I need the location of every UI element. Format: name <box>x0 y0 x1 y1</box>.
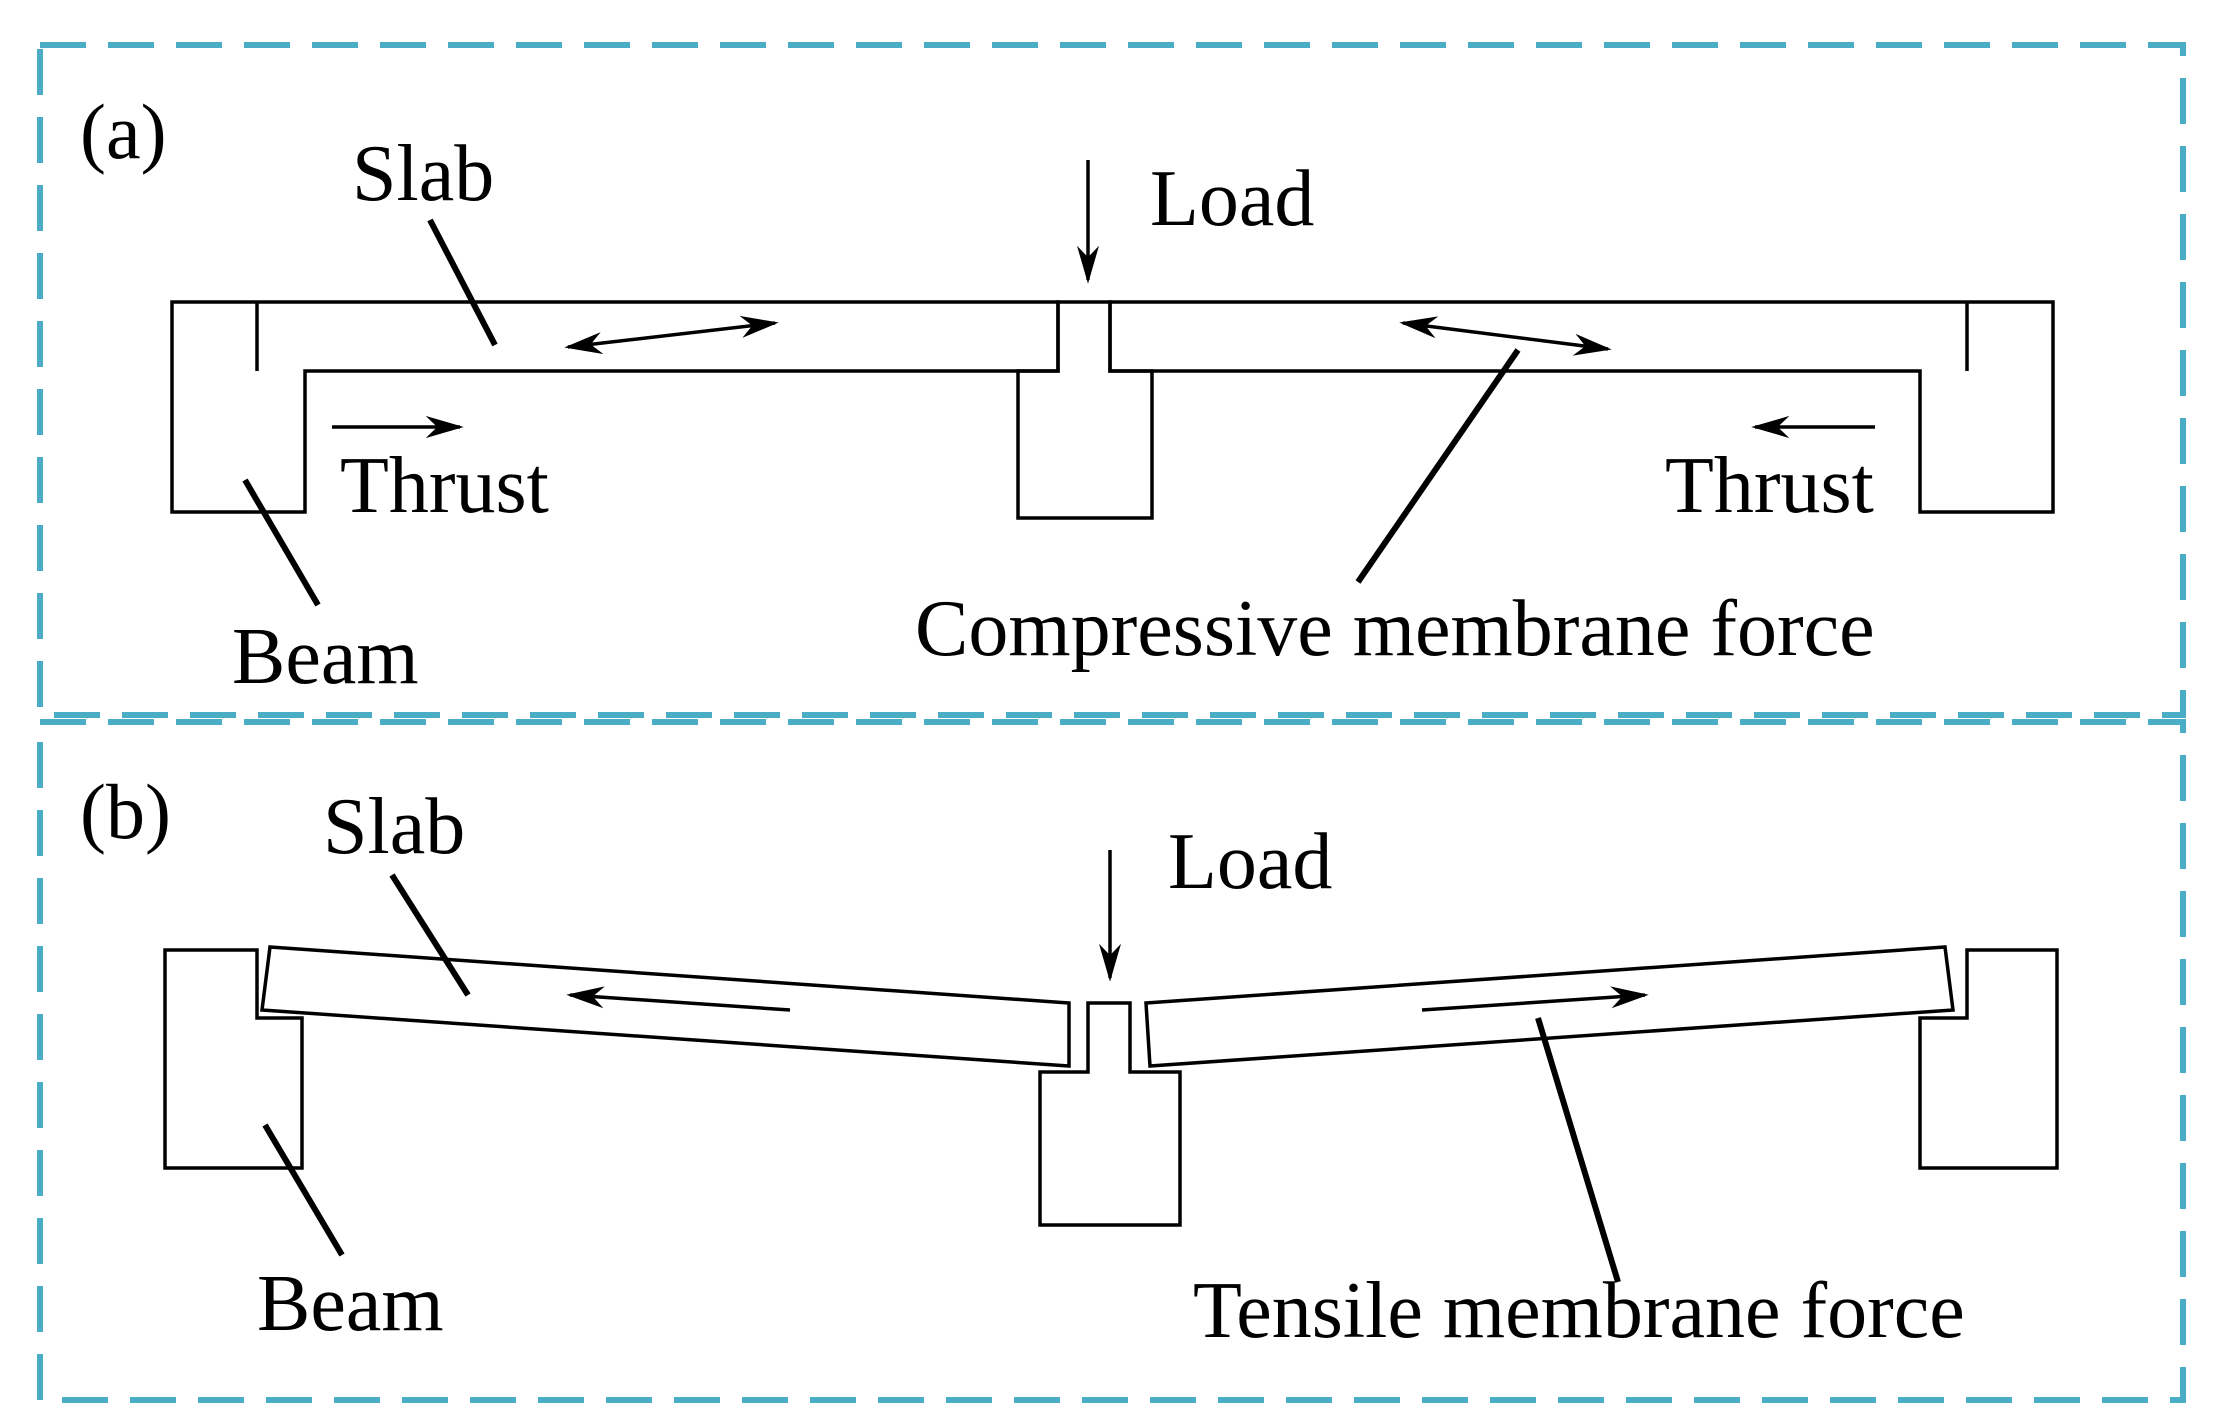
panel-a-beam-label: Beam <box>232 613 419 701</box>
panel-a-tag: (a) <box>80 88 167 175</box>
panel-a-left-force-arrow <box>564 316 779 354</box>
panel-a-left-beam-slab <box>170 300 1060 514</box>
panel-a-load-label: Load <box>1150 155 1314 243</box>
panel-a-membrane-label: Compressive membrane force <box>915 585 1875 673</box>
panel-b-beam-leader <box>262 1123 345 1257</box>
panel-a-slab-leader <box>427 218 498 347</box>
panel-b-center-beam <box>1038 1001 1182 1227</box>
panel-b-right-force-arrow <box>1421 986 1649 1012</box>
panel-b-membrane-label: Tensile membrane force <box>1193 1267 1965 1355</box>
panel-b-right-slab <box>1144 945 1955 1068</box>
panel-a-frame <box>37 42 2186 718</box>
panel-b-slab-label: Slab <box>323 783 465 871</box>
panel-a-slab-label: Slab <box>352 130 494 218</box>
panel-b-beam-label: Beam <box>257 1260 444 1348</box>
panel-a-left-thrust-label: Thrust <box>340 442 549 530</box>
panel-b-left-slab <box>260 945 1071 1068</box>
panel-b-left-beam <box>163 948 304 1170</box>
panel-a: (a) Load Slab Thrust Thrust Beam Compres… <box>80 88 2055 701</box>
panel-b-load-label: Load <box>1168 818 1332 906</box>
panel-b-left-force-arrow <box>566 986 791 1012</box>
panel-b: (b) Load Slab Beam Tensile membrane forc… <box>80 768 2059 1355</box>
panel-a-right-force-arrow <box>1399 316 1612 356</box>
panel-b-tag: (b) <box>80 768 171 855</box>
panel-a-right-beam-slab <box>1108 300 2055 514</box>
panel-a-right-thrust-label: Thrust <box>1665 442 1874 530</box>
panel-a-membrane-leader <box>1355 348 1521 584</box>
panel-b-right-beam <box>1918 948 2059 1170</box>
panel-b-membrane-leader <box>1535 1017 1621 1283</box>
panel-a-center-beam <box>1016 300 1154 520</box>
panel-b-slab-leader <box>389 873 471 997</box>
panel-b-frame <box>37 719 2186 1403</box>
panel-a-beam-leader <box>242 478 321 607</box>
